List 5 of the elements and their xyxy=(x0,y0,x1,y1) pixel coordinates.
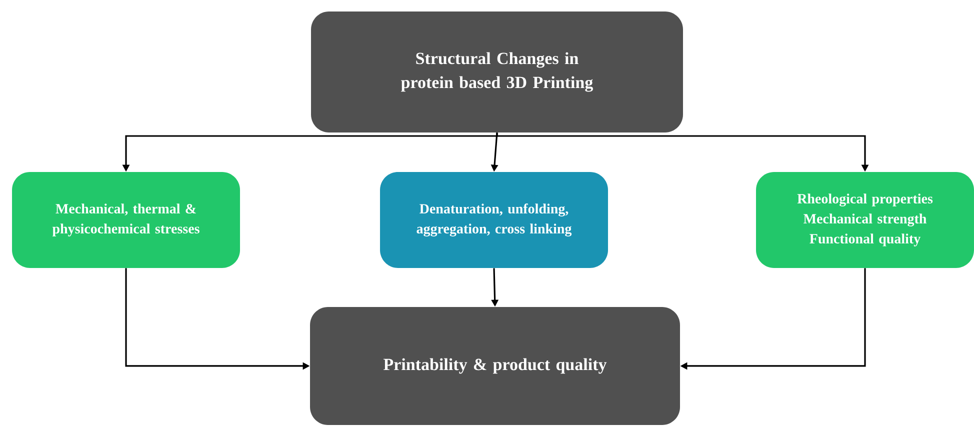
process-box: Printability & product quality xyxy=(310,306,680,425)
process-box: Mechanical, thermal & physicochemical stresses xyxy=(12,172,240,268)
process-box: Rheological properties Mechanical strength Functional quality xyxy=(756,172,974,268)
process-box: Structural Changes in protein based 3D Printing xyxy=(311,12,683,132)
process-box: Denaturation, unfolding, aggregation, cross linking xyxy=(380,172,608,268)
